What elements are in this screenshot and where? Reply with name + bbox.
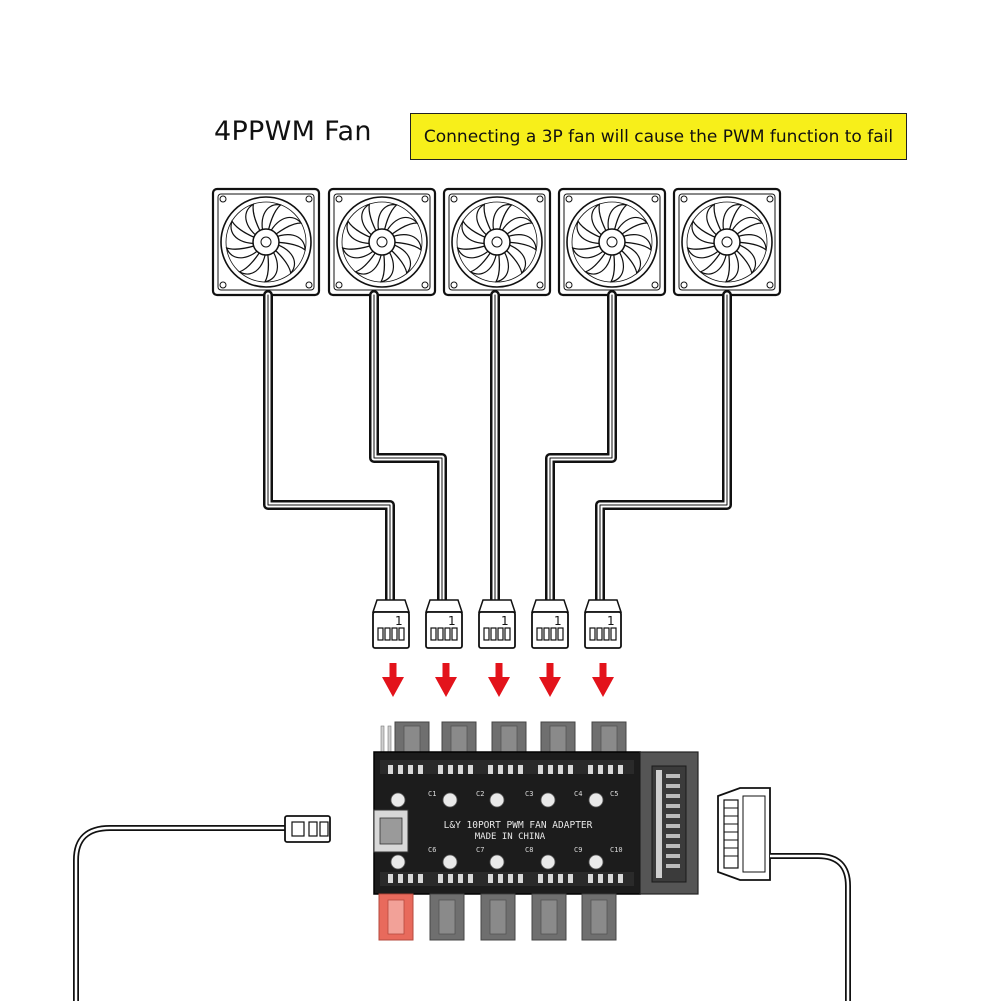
port-label: C1 [428,790,436,798]
pwm-input-connector-icon [284,815,331,843]
down-arrow-icon [539,663,561,697]
port-label: C8 [525,846,533,854]
port-label: C4 [574,790,582,798]
board-label-line2: MADE IN CHINA [475,832,546,842]
port-label: C2 [476,790,484,798]
down-arrow-icon [382,663,404,697]
fan-connector-icon [478,599,516,649]
fan-connector-icon [425,599,463,649]
fan-cables [263,290,732,610]
pwm-hub-icon: C1 C2 C3 C4 C5 L&Y 10PORT PWM FAN ADAPTE… [373,721,699,941]
down-arrow-icon [488,663,510,697]
sata-power-icon [717,787,771,881]
port-label: C3 [525,790,533,798]
port-label: C5 [610,790,618,798]
down-arrow-icon [435,663,457,697]
board-label-line1: L&Y 10PORT PWM FAN ADAPTER [444,820,593,831]
fan-connector-icon [372,599,410,649]
fan-connector-icon [584,599,622,649]
power-cable [770,853,851,1001]
down-arrow-icon [592,663,614,697]
fan-connector-icon [531,599,569,649]
diagram-title: 4PPWM Fan [214,116,372,147]
pin-one-mark: 1 [395,614,403,628]
pin-one-mark: 1 [448,614,456,628]
pin-one-mark: 1 [554,614,562,628]
fan-icon [672,187,782,297]
warning-banner: Connecting a 3P fan will cause the PWM f… [410,113,907,160]
input-cable [73,825,290,1001]
port-label: C7 [476,846,484,854]
fan-icon [327,187,437,297]
warning-text: Connecting a 3P fan will cause the PWM f… [423,126,894,147]
pin-one-mark: 1 [501,614,509,628]
fan-icon [442,187,552,297]
port-label: C6 [428,846,436,854]
port-label: C9 [574,846,582,854]
fan-icon [557,187,667,297]
pin-one-mark: 1 [607,614,615,628]
fan-icon [211,187,321,297]
port-label: C10 [610,846,623,854]
